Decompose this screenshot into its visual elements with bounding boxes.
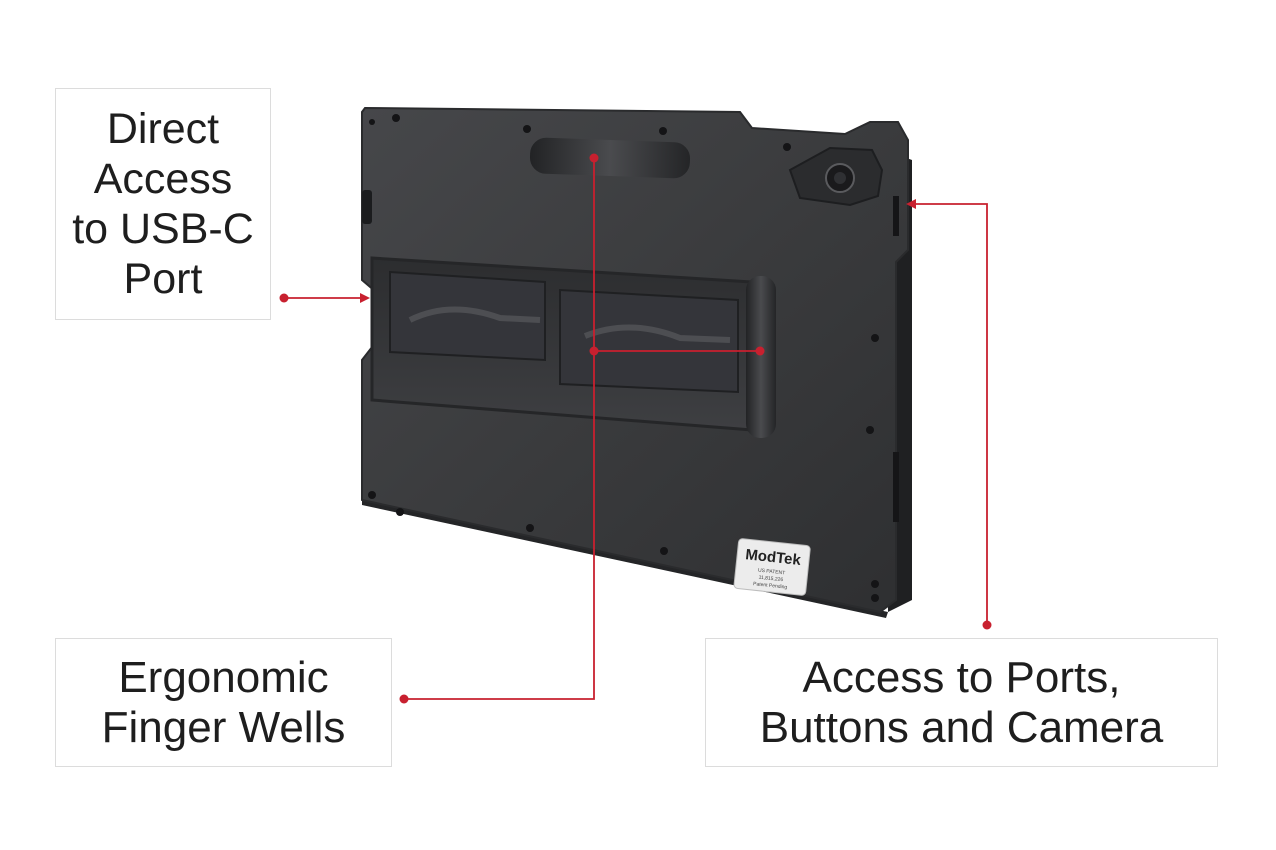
brand-badge: ModTek US PATENT 11,815,226 Patent Pendi… [733, 538, 811, 596]
side-button [893, 196, 899, 236]
badge-line-1: US PATENT [758, 568, 786, 577]
side-grip-bar [746, 276, 776, 438]
usb-callout-dot [279, 293, 289, 303]
callout-usb-c-access: Direct Access to USB-C Port [55, 88, 271, 320]
side-bar-dot [755, 346, 765, 356]
brand-logo-text: ModTek [745, 546, 803, 569]
callout-ports-text: Access to Ports, Buttons and Camera [759, 652, 1164, 752]
annotation-lines [279, 153, 992, 704]
ports-callout-dot [982, 620, 992, 630]
screws [368, 114, 879, 602]
badge-line-2: 11,815,226 [758, 575, 783, 584]
callout-finger-wells-text: Ergonomic Finger Wells [101, 652, 346, 752]
well-dot [589, 346, 599, 356]
wells-callout-dot [399, 694, 409, 704]
callout-finger-wells: Ergonomic Finger Wells [55, 638, 392, 767]
usb-c-port-cutout [362, 190, 372, 224]
ports-callout-arrowhead [906, 199, 916, 209]
usb-callout-arrowhead [360, 293, 370, 303]
top-grip-bar [529, 137, 691, 179]
top-bar-dot [589, 153, 599, 163]
callout-ports-buttons-camera: Access to Ports, Buttons and Camera [705, 638, 1218, 767]
badge-line-3: Patent Pending [753, 581, 788, 591]
side-button [893, 452, 899, 522]
callout-usb-c-text: Direct Access to USB-C Port [72, 105, 254, 303]
